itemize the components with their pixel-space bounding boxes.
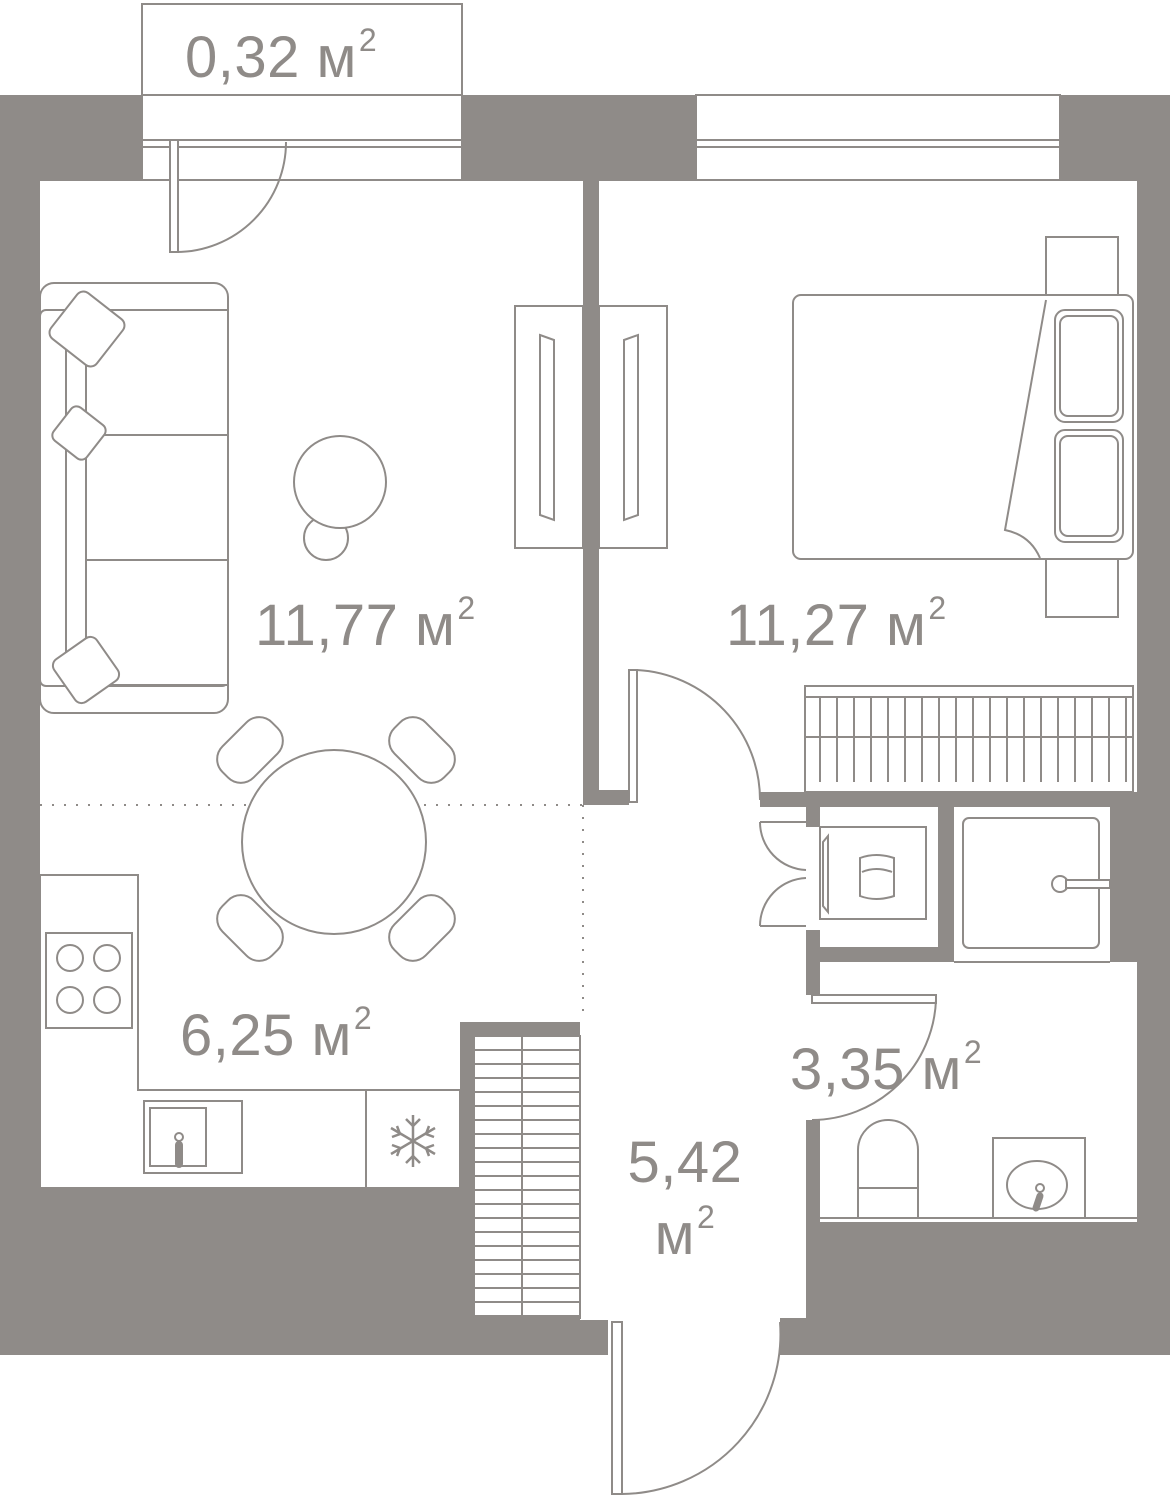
area-unit: м [885,593,927,658]
dining-set [216,716,456,962]
entrance-door-leaf [611,1321,623,1495]
area-value: 0,32 [185,25,300,90]
bed-icon [792,236,1134,618]
area-value: 6,25 [180,1003,295,1068]
area-exponent: 2 [928,590,947,626]
bathroom-door-leaf [811,994,937,1004]
wall-bath-shower-bottom [820,947,954,962]
bedroom-window [695,94,1061,181]
wall-outer-left [0,95,142,1188]
area-unit: м [654,1201,696,1267]
wall-top-right [1060,95,1170,1222]
area-unit: м [921,1037,962,1102]
wardrobe-living [514,305,584,549]
bedroom-door-swing [636,669,762,801]
wall-partition-living-bedroom-stub [583,790,629,805]
area-value: 11,77 [255,593,399,658]
area-exponent: 2 [353,1000,373,1036]
area-label-balcony: 0,32 м2 [185,24,377,87]
balcony-door-leaf [169,139,179,253]
sink-icon [143,1100,243,1174]
area-unit: м [414,593,456,658]
wall-bottom-right [780,1222,1170,1355]
coffee-table [293,435,387,561]
area-exponent: 2 [963,1034,983,1070]
radiator [804,685,1134,793]
area-exponent: 2 [457,590,476,626]
balcony-door-swing [175,141,287,253]
area-label-bathroom: 3,35 м2 [790,1036,982,1099]
hall-wardrobe-shelves [474,1049,580,1317]
wall-partition-living-bedroom [583,180,599,805]
shower-icon [962,817,1111,949]
sofa-icon [39,282,229,714]
bedroom-door-leaf [628,669,638,803]
area-unit: м [311,1003,352,1068]
area-value: 11,27 [726,593,870,658]
washer-icon [819,826,927,920]
washbasin-icon [992,1137,1086,1219]
toilet-icon [857,1119,919,1219]
wall-bath-shower-right [1110,807,1137,962]
area-exponent: 2 [697,1198,716,1235]
area-label-bedroom: 11,27 м2 [726,592,947,655]
wall-bath-left-upper [806,807,820,827]
hob-icon [45,932,133,1029]
balcony [141,3,463,180]
area-label-hall: 5,42 м2 [620,1128,750,1269]
wall-bath-left-lower [806,1120,820,1230]
wall-top-middle [462,95,696,180]
wall-bath-left-mid [806,930,820,995]
wc-door-swing-top [758,821,807,871]
area-value: 5,42 [627,1130,743,1195]
area-exponent: 2 [358,22,378,58]
wall-bath-top [760,792,1137,807]
area-value: 3,35 [790,1037,905,1102]
snowflake-icon [390,1115,436,1167]
entrance-door-swing [621,1321,782,1495]
wardrobe-bedroom [598,305,668,549]
wc-door-swing-bottom [758,877,807,927]
radiator-fins [819,697,1127,782]
wall-wc-divider [938,807,954,962]
area-unit: м [316,25,357,90]
area-label-kitchen: 6,25 м2 [180,1002,372,1065]
doors [169,139,937,1495]
bathroom-door-swing [811,999,937,1121]
area-label-living: 11,77 м2 [255,592,476,655]
